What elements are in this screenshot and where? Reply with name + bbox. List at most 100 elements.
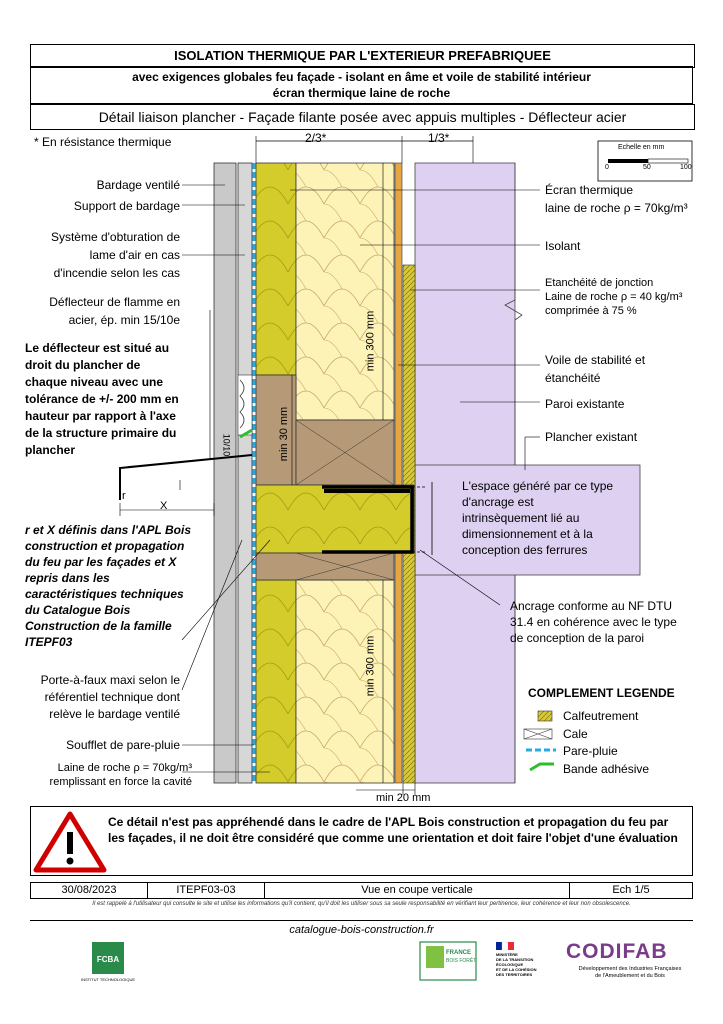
- footer-disclaimer: Il est rappelé à l'utilisateur qui consu…: [92, 901, 631, 907]
- deflecteur-note-4: tolérance de +/- 200 mm en: [25, 392, 179, 406]
- scale-tick-0: 0: [605, 164, 609, 171]
- dim-x: X: [160, 500, 168, 512]
- footer-code: ITEPF03-03: [147, 882, 265, 899]
- legend-item-calfeutrement: Calfeutrement: [563, 709, 639, 723]
- codifab-sub-2: de l'Ameublement et du Bois: [595, 973, 665, 979]
- france-bois-sub: BOIS FORÊT: [446, 958, 477, 964]
- subtitle-line-2: écran thermique laine de roche: [272, 86, 451, 100]
- label-espace-2: d'ancrage est: [462, 495, 534, 509]
- ministere-3: ÉCOLOGIQUE: [496, 962, 524, 967]
- insulation-top: [295, 162, 395, 421]
- footer-date: 30/08/2023: [30, 882, 148, 899]
- ministere-5: DES TERRITOIRES: [496, 972, 533, 977]
- label-etanch-2: Laine de roche ρ = 40 kg/m³: [545, 291, 683, 303]
- rx-note-4: repris dans les: [25, 571, 110, 585]
- label-laine-1: Laine de roche ρ = 70kg/m³: [57, 762, 192, 774]
- label-etanch-3: comprimée à 75 %: [545, 305, 637, 317]
- dim-min300-bottom: min 300 mm: [364, 635, 377, 697]
- label-obturation-3: d'incendie selon les cas: [53, 266, 180, 280]
- existing-floor: [414, 464, 641, 576]
- label-support: Support de bardage: [73, 199, 180, 213]
- codifab-sub: Développement des Industries Françaises …: [560, 966, 700, 980]
- ministere-2: DE LA TRANSITION: [496, 957, 534, 962]
- label-isolant: Isolant: [545, 239, 581, 253]
- label-deflecteur-1: Déflecteur de flamme en: [49, 295, 180, 309]
- anchor-bracket: [322, 485, 414, 554]
- page-title: ISOLATION THERMIQUE PAR L'EXTERIEUR PREF…: [30, 44, 695, 68]
- dim-one-third: 1/3*: [428, 131, 450, 145]
- cladding-board: [213, 162, 237, 784]
- fcba-sub: INSTITUT TECHNOLOGIQUE: [80, 977, 136, 982]
- rx-note-2: construction et propagation: [25, 539, 185, 553]
- ministere-4: ET DE LA COHÉSION: [496, 967, 537, 972]
- codifab-sub-1: Développement des Industries Françaises: [578, 966, 682, 972]
- label-voile-1: Voile de stabilité et: [545, 353, 646, 367]
- detail-title: Détail liaison plancher - Façade filante…: [30, 104, 695, 130]
- label-porte-1: Porte-à-faux maxi selon le: [40, 673, 180, 687]
- dim-min20: min 20 mm: [376, 792, 431, 804]
- label-deflecteur: Déflecteur de flamme en acier, ép. min 1…: [20, 294, 180, 328]
- flame-deflector: [119, 454, 253, 500]
- label-espace-1: L'espace généré par ce type: [462, 479, 614, 493]
- legend-swatch-calfeutrement: [537, 710, 553, 722]
- warning-box: [30, 806, 693, 876]
- rx-note-6: du Catalogue Bois: [25, 603, 131, 617]
- label-espace-3: intrinsèquement lié au: [462, 511, 580, 525]
- legend-item-bande: Bande adhésive: [563, 762, 650, 776]
- dim-two-thirds: 2/3*: [305, 131, 327, 145]
- cladding-support: [237, 162, 253, 784]
- label-ecran: Écran thermique laine de roche ρ = 70kg/…: [545, 182, 688, 216]
- label-soufflet: Soufflet de pare-pluie: [66, 738, 180, 752]
- label-espace-4: dimensionnement et à la: [462, 527, 593, 541]
- label-espace-5: conception des ferrures: [462, 543, 588, 557]
- fcba-text: FCBA: [96, 955, 120, 964]
- label-ancrage: Ancrage conforme au NF DTU 31.4 en cohér…: [510, 598, 677, 646]
- timber-wedge-lower: [255, 552, 395, 581]
- page-subtitle: avec exigences globales feu façade - iso…: [30, 66, 693, 104]
- rx-note-7: Construction de la famille: [25, 619, 172, 633]
- legend-item-cale: Cale: [563, 727, 588, 741]
- stability-web: [394, 162, 403, 784]
- codifab-logo: CODIFAB: [566, 940, 668, 963]
- scale-tick-100: 100: [680, 164, 692, 171]
- france-bois-text: FRANCE: [446, 950, 471, 956]
- label-laine-roche: Laine de roche ρ = 70kg/m³ remplissant e…: [10, 761, 192, 789]
- dim-1010: 10/10: [221, 433, 232, 457]
- label-voile-2: étanchéité: [545, 371, 601, 385]
- label-laine-2: remplissant en force la cavité: [49, 776, 192, 788]
- label-espace: L'espace généré par ce type d'ancrage es…: [462, 478, 613, 558]
- website-link[interactable]: catalogue-bois-construction.fr: [30, 920, 693, 936]
- deflecteur-note-6: de la structure primaire du: [25, 426, 177, 440]
- label-ecran-2: laine de roche ρ = 70kg/m³: [545, 201, 688, 215]
- label-obturation: Système d'obturation de lame d'air en ca…: [20, 229, 180, 281]
- label-paroi: Paroi existante: [545, 397, 625, 411]
- rockwool-screen-top: [255, 162, 297, 376]
- label-ancrage-2: 31.4 en cohérence avec le type: [510, 615, 677, 629]
- label-ecran-1: Écran thermique: [545, 183, 634, 197]
- rockwool-screen-bottom: [255, 579, 297, 784]
- label-deflecteur-2: acier, ép. min 15/10e: [68, 313, 180, 327]
- footer-scale: Ech 1/5: [569, 882, 693, 899]
- dim-min30: min 30 mm: [278, 406, 291, 462]
- rx-note-8: ITEPF03: [25, 635, 73, 649]
- rx-note: r et X définis dans l'APL Bois construct…: [25, 522, 215, 650]
- rx-note-5: caractéristiques techniques: [25, 587, 184, 601]
- deflecteur-note-5: hauteur par rapport à l'axe: [25, 409, 176, 423]
- scale-label: Echelle en mm: [618, 144, 665, 151]
- deflecteur-note-3: chaque niveau avec une: [25, 375, 164, 389]
- dim-r: r: [122, 490, 126, 502]
- label-plancher: Plancher existant: [545, 430, 638, 444]
- legend-title: COMPLEMENT LEGENDE: [528, 686, 675, 700]
- label-porte-a-faux: Porte-à-faux maxi selon le référentiel t…: [20, 672, 180, 723]
- label-porte-2: référentiel technique dont: [44, 690, 180, 704]
- legend-swatch-bande: [529, 762, 554, 772]
- label-obturation-1: Système d'obturation de: [50, 230, 180, 244]
- adhesive-band: [239, 428, 253, 439]
- subtitle-line-1: avec exigences globales feu façade - iso…: [132, 70, 591, 84]
- dim-min300-top: min 300 mm: [364, 310, 377, 372]
- ministere-logo: [496, 942, 502, 950]
- label-etanch-1: Etanchéité de jonction: [545, 277, 654, 289]
- scale-tick-50: 50: [643, 164, 651, 171]
- rx-note-1: r et X définis dans l'APL Bois: [25, 523, 192, 537]
